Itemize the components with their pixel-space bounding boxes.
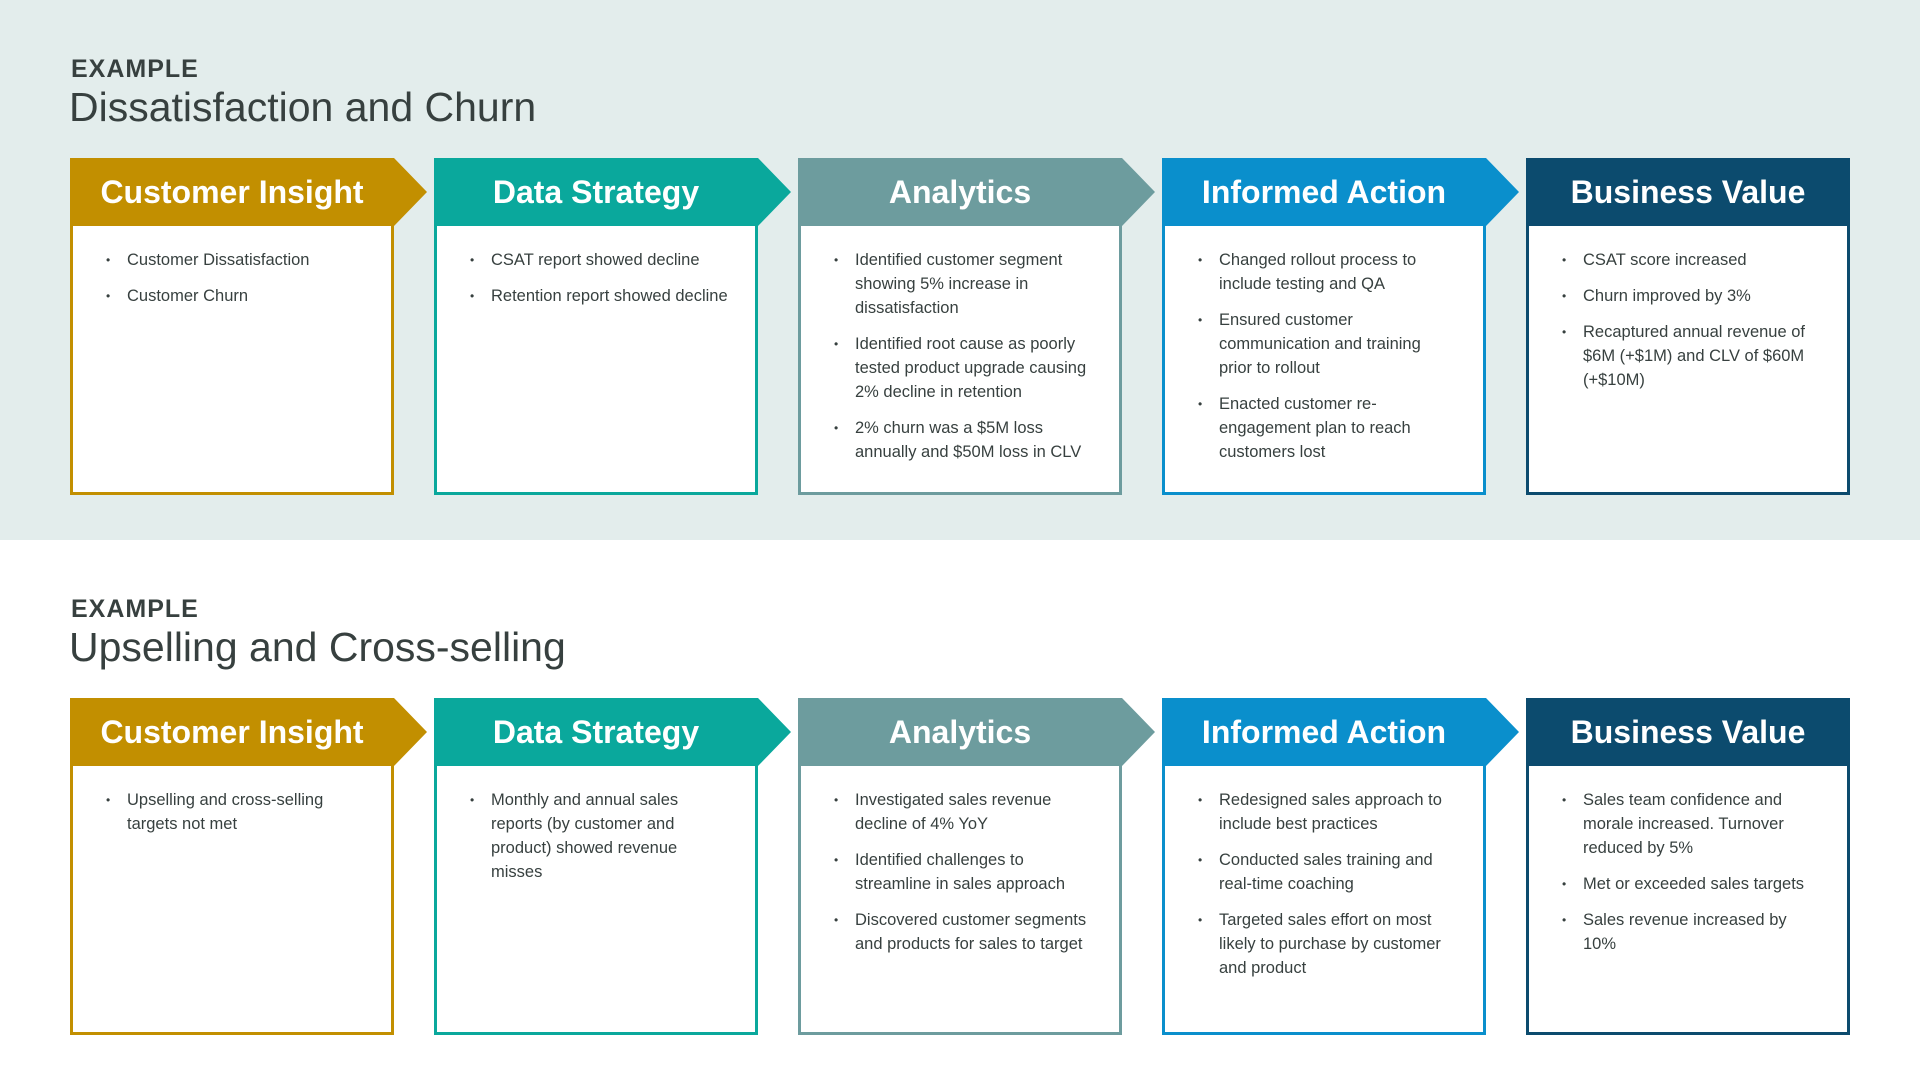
stage-body: CSAT report showed decline Retention rep…: [434, 226, 758, 495]
bullet-item: 2% churn was a $5M loss annually and $50…: [827, 416, 1093, 464]
section-eyebrow: EXAMPLE: [71, 55, 199, 83]
bullet-item: Recaptured annual revenue of $6M (+$1M) …: [1555, 320, 1821, 392]
stage-card-informed-action: Informed Action Changed rollout process …: [1162, 158, 1519, 495]
stage-body: Upselling and cross-selling targets not …: [70, 766, 394, 1035]
stage-title: Data Strategy: [492, 714, 700, 750]
header-shape: [1526, 698, 1850, 766]
stage-body: Monthly and annual sales reports (by cus…: [434, 766, 758, 1035]
header-shape: [1526, 158, 1850, 226]
bullet-item: Sales team confidence and morale increas…: [1555, 788, 1821, 860]
stage-body: Customer Dissatisfaction Customer Churn: [70, 226, 394, 495]
stage-header: Business Value: [1526, 698, 1883, 766]
bullet-item: Discovered customer segments and product…: [827, 908, 1093, 956]
stage-card-analytics: Analytics Investigated sales revenue dec…: [798, 698, 1155, 1035]
bullet-list: Monthly and annual sales reports (by cus…: [463, 788, 729, 884]
stage-title: Informed Action: [1201, 174, 1447, 210]
stage-header-arrow: Customer Insight: [70, 158, 427, 226]
arrow-shape: [70, 158, 427, 226]
stage-card-customer-insight: Customer Insight Customer Dissatisfactio…: [70, 158, 427, 495]
stage-title: Analytics: [888, 174, 1032, 210]
stage-title: Customer Insight: [100, 714, 364, 750]
bullet-item: Retention report showed decline: [463, 284, 729, 308]
stage-title: Business Value: [1570, 174, 1806, 210]
stage-title: Data Strategy: [492, 174, 700, 210]
stage-card-data-strategy: Data Strategy CSAT report showed decline…: [434, 158, 791, 495]
bullet-item: CSAT score increased: [1555, 248, 1821, 272]
stage-header-arrow: Informed Action: [1162, 698, 1519, 766]
stage-header: Business Value: [1526, 158, 1883, 226]
stage-body: Redesigned sales approach to include bes…: [1162, 766, 1486, 1035]
stage-header-arrow: Informed Action: [1162, 158, 1519, 226]
section-title: Dissatisfaction and Churn: [69, 84, 537, 130]
stage-body: Investigated sales revenue decline of 4%…: [798, 766, 1122, 1035]
arrow-shape: [1162, 698, 1519, 766]
stage-header-arrow: Data Strategy: [434, 698, 791, 766]
bullet-item: Identified challenges to streamline in s…: [827, 848, 1093, 896]
stage-header-arrow: Analytics: [798, 158, 1155, 226]
bullet-list: Investigated sales revenue decline of 4%…: [827, 788, 1093, 956]
bullet-list: Redesigned sales approach to include bes…: [1191, 788, 1457, 980]
stage-header-arrow: Analytics: [798, 698, 1155, 766]
stage-header-arrow: Data Strategy: [434, 158, 791, 226]
stage-body: Identified customer segment showing 5% i…: [798, 226, 1122, 495]
bullet-list: Identified customer segment showing 5% i…: [827, 248, 1093, 464]
bullet-list: CSAT report showed decline Retention rep…: [463, 248, 729, 308]
stage-title: Customer Insight: [100, 174, 364, 210]
section-title: Upselling and Cross-selling: [69, 624, 566, 670]
stage-card-data-strategy: Data Strategy Monthly and annual sales r…: [434, 698, 791, 1035]
arrow-shape: [1162, 158, 1519, 226]
stage-body: Sales team confidence and morale increas…: [1526, 766, 1850, 1035]
section-eyebrow: EXAMPLE: [71, 595, 199, 623]
bullet-item: Customer Churn: [99, 284, 365, 308]
bullet-item: Enacted customer re-engagement plan to r…: [1191, 392, 1457, 464]
bullet-item: Changed rollout process to include testi…: [1191, 248, 1457, 296]
bullet-item: Sales revenue increased by 10%: [1555, 908, 1821, 956]
bullet-item: Ensured customer communication and train…: [1191, 308, 1457, 380]
arrow-shape: [798, 158, 1155, 226]
arrow-shape: [70, 698, 427, 766]
stage-title: Business Value: [1570, 714, 1806, 750]
stage-card-informed-action: Informed Action Redesigned sales approac…: [1162, 698, 1519, 1035]
example-section-upselling: EXAMPLE Upselling and Cross-selling Cust…: [0, 540, 1920, 1080]
arrow-shape: [434, 698, 791, 766]
stage-title: Analytics: [888, 714, 1032, 750]
stage-card-analytics: Analytics Identified customer segment sh…: [798, 158, 1155, 495]
bullet-item: Identified root cause as poorly tested p…: [827, 332, 1093, 404]
bullet-item: Churn improved by 3%: [1555, 284, 1821, 308]
bullet-item: Identified customer segment showing 5% i…: [827, 248, 1093, 320]
stage-card-business-value: Business Value Sales team confidence and…: [1526, 698, 1850, 1035]
bullet-list: CSAT score increased Churn improved by 3…: [1555, 248, 1821, 392]
stage-header-arrow: Customer Insight: [70, 698, 427, 766]
bullet-item: CSAT report showed decline: [463, 248, 729, 272]
stage-card-business-value: Business Value CSAT score increased Chur…: [1526, 158, 1850, 495]
stage-body: CSAT score increased Churn improved by 3…: [1526, 226, 1850, 495]
arrow-shape: [798, 698, 1155, 766]
stage-card-customer-insight: Customer Insight Upselling and cross-sel…: [70, 698, 427, 1035]
bullet-list: Upselling and cross-selling targets not …: [99, 788, 365, 836]
bullet-item: Upselling and cross-selling targets not …: [99, 788, 365, 836]
bullet-item: Targeted sales effort on most likely to …: [1191, 908, 1457, 980]
stage-body: Changed rollout process to include testi…: [1162, 226, 1486, 495]
bullet-item: Redesigned sales approach to include bes…: [1191, 788, 1457, 836]
example-section-churn: EXAMPLE Dissatisfaction and Churn Custom…: [0, 0, 1920, 540]
bullet-item: Met or exceeded sales targets: [1555, 872, 1821, 896]
bullet-list: Sales team confidence and morale increas…: [1555, 788, 1821, 956]
bullet-item: Investigated sales revenue decline of 4%…: [827, 788, 1093, 836]
stage-title: Informed Action: [1201, 714, 1447, 750]
bullet-list: Changed rollout process to include testi…: [1191, 248, 1457, 464]
arrow-shape: [434, 158, 791, 226]
bullet-item: Customer Dissatisfaction: [99, 248, 365, 272]
bullet-item: Conducted sales training and real-time c…: [1191, 848, 1457, 896]
bullet-list: Customer Dissatisfaction Customer Churn: [99, 248, 365, 308]
bullet-item: Monthly and annual sales reports (by cus…: [463, 788, 729, 884]
